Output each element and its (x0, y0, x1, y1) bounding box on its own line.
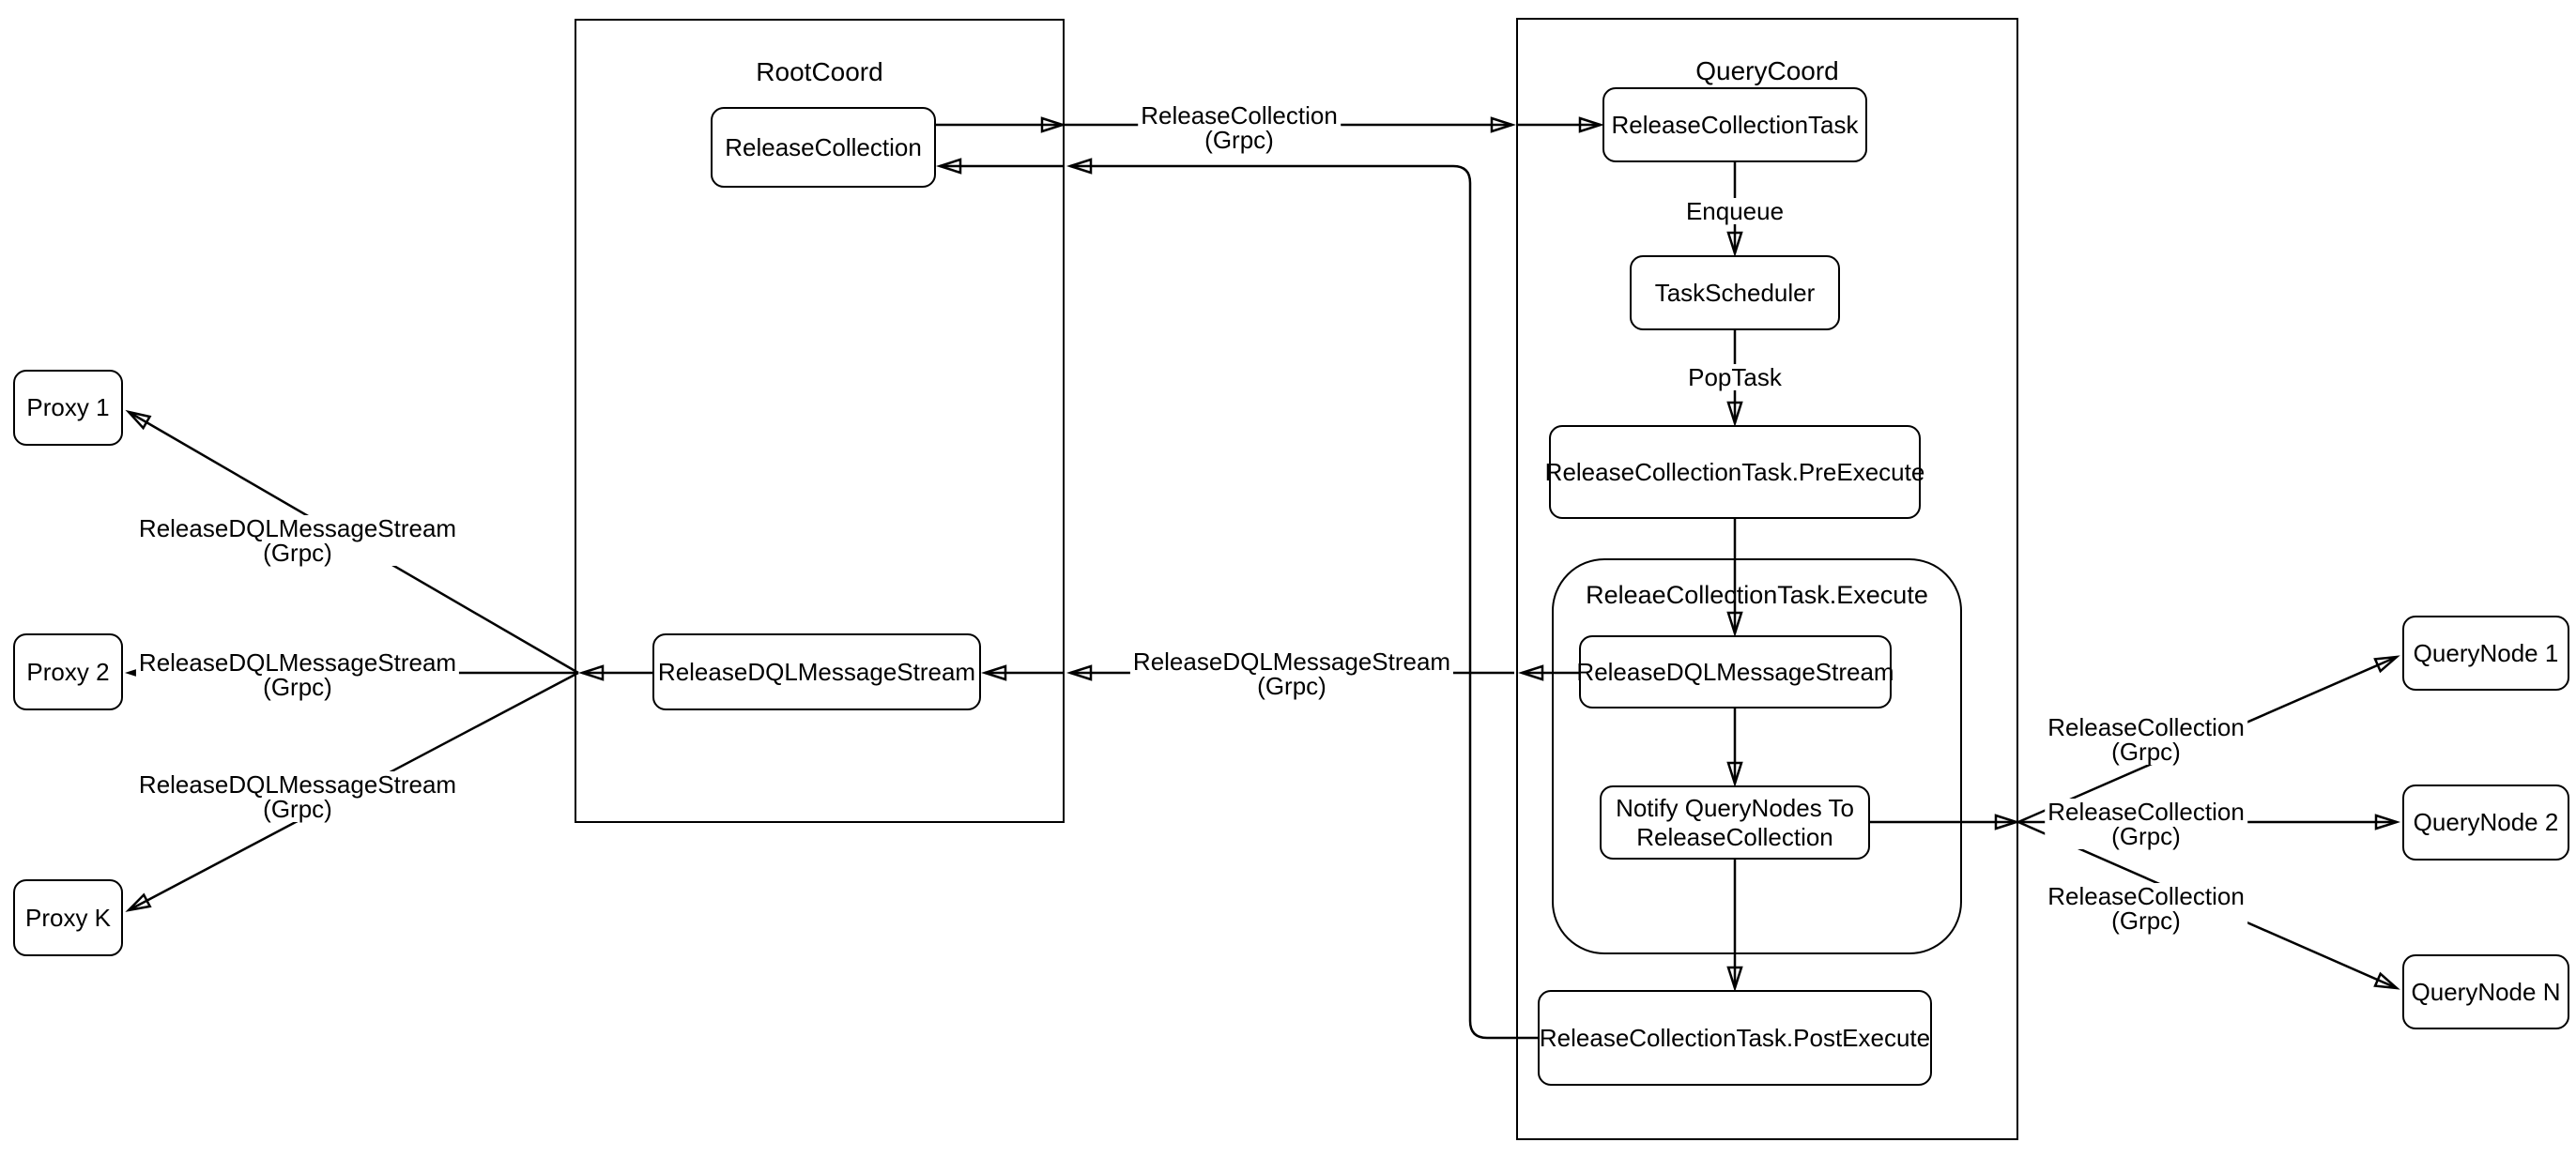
node-release-collection-task-label: ReleaseCollectionTask (1611, 110, 1859, 139)
edge-label-poptask: PopTask (1685, 364, 1785, 390)
node-task-scheduler-label: TaskScheduler (1654, 278, 1816, 307)
node-task-scheduler: TaskScheduler (1630, 255, 1840, 330)
execute-group-title: ReleaeCollectionTask.Execute (1586, 581, 1928, 609)
edge-label-enqueue: Enqueue (1682, 198, 1787, 224)
edge-label-proxy1-dql: ReleaseDQLMessageStream (Grpc) (135, 515, 460, 566)
node-querynode-2: QueryNode 2 (2402, 785, 2569, 861)
node-release-collection-task: ReleaseCollectionTask (1602, 87, 1867, 162)
node-proxy-k: Proxy K (13, 879, 123, 956)
node-querynode-1-label: QueryNode 1 (2413, 638, 2559, 667)
execute-group-container: ReleaeCollectionTask.Execute (1552, 558, 1962, 954)
node-rootcoord-dql-stream-label: ReleaseDQLMessageStream (657, 657, 976, 686)
edge-postexec-return (1070, 166, 1538, 1040)
node-proxy-1: Proxy 1 (13, 370, 123, 446)
node-querynode-n-label: QueryNode N (2411, 977, 2561, 1006)
node-post-execute: ReleaseCollectionTask.PostExecute (1538, 990, 1932, 1086)
node-proxy-1-label: Proxy 1 (26, 393, 110, 421)
edge-label-releasecollection-grpc: ReleaseCollection (Grpc) (1138, 102, 1341, 153)
node-release-collection: ReleaseCollection (711, 107, 936, 188)
rootcoord-title: RootCoord (756, 57, 883, 86)
node-querynode-1: QueryNode 1 (2402, 616, 2569, 691)
node-pre-execute: ReleaseCollectionTask.PreExecute (1545, 425, 1924, 519)
edge-label-dql-mid: ReleaseDQLMessageStream (Grpc) (1129, 648, 1454, 699)
node-proxy-2-label: Proxy 2 (26, 657, 110, 686)
querycoord-container: QueryCoord (1516, 18, 2018, 1140)
node-proxy-k-label: Proxy K (24, 903, 112, 932)
edge-label-querynoden-grpc: ReleaseCollection (Grpc) (2045, 883, 2247, 934)
querycoord-title: QueryCoord (1695, 56, 1839, 85)
node-execute-dql-stream: ReleaseDQLMessageStream (1576, 635, 1894, 708)
node-post-execute-label: ReleaseCollectionTask.PostExecute (1539, 1023, 1931, 1052)
edge-label-proxyk-dql: ReleaseDQLMessageStream (Grpc) (135, 771, 460, 822)
node-notify-querynodes-label: Notify QueryNodes To ReleaseCollection (1616, 793, 1854, 851)
node-rootcoord-dql-stream: ReleaseDQLMessageStream (652, 633, 981, 710)
node-release-collection-label: ReleaseCollection (725, 132, 922, 161)
node-querynode-2-label: QueryNode 2 (2413, 808, 2559, 836)
edge-label-querynode1-grpc: ReleaseCollection (Grpc) (2045, 714, 2247, 765)
node-proxy-2: Proxy 2 (13, 633, 123, 710)
node-execute-dql-stream-label: ReleaseDQLMessageStream (1576, 657, 1894, 686)
node-pre-execute-label: ReleaseCollectionTask.PreExecute (1544, 457, 1925, 486)
node-notify-querynodes: Notify QueryNodes To ReleaseCollection (1600, 785, 1870, 860)
edge-label-proxy2-dql: ReleaseDQLMessageStream (Grpc) (135, 649, 460, 700)
edge-label-querynode2-grpc: ReleaseCollection (Grpc) (2045, 799, 2247, 849)
rootcoord-container: RootCoord (575, 19, 1065, 823)
node-querynode-n: QueryNode N (2402, 954, 2569, 1029)
